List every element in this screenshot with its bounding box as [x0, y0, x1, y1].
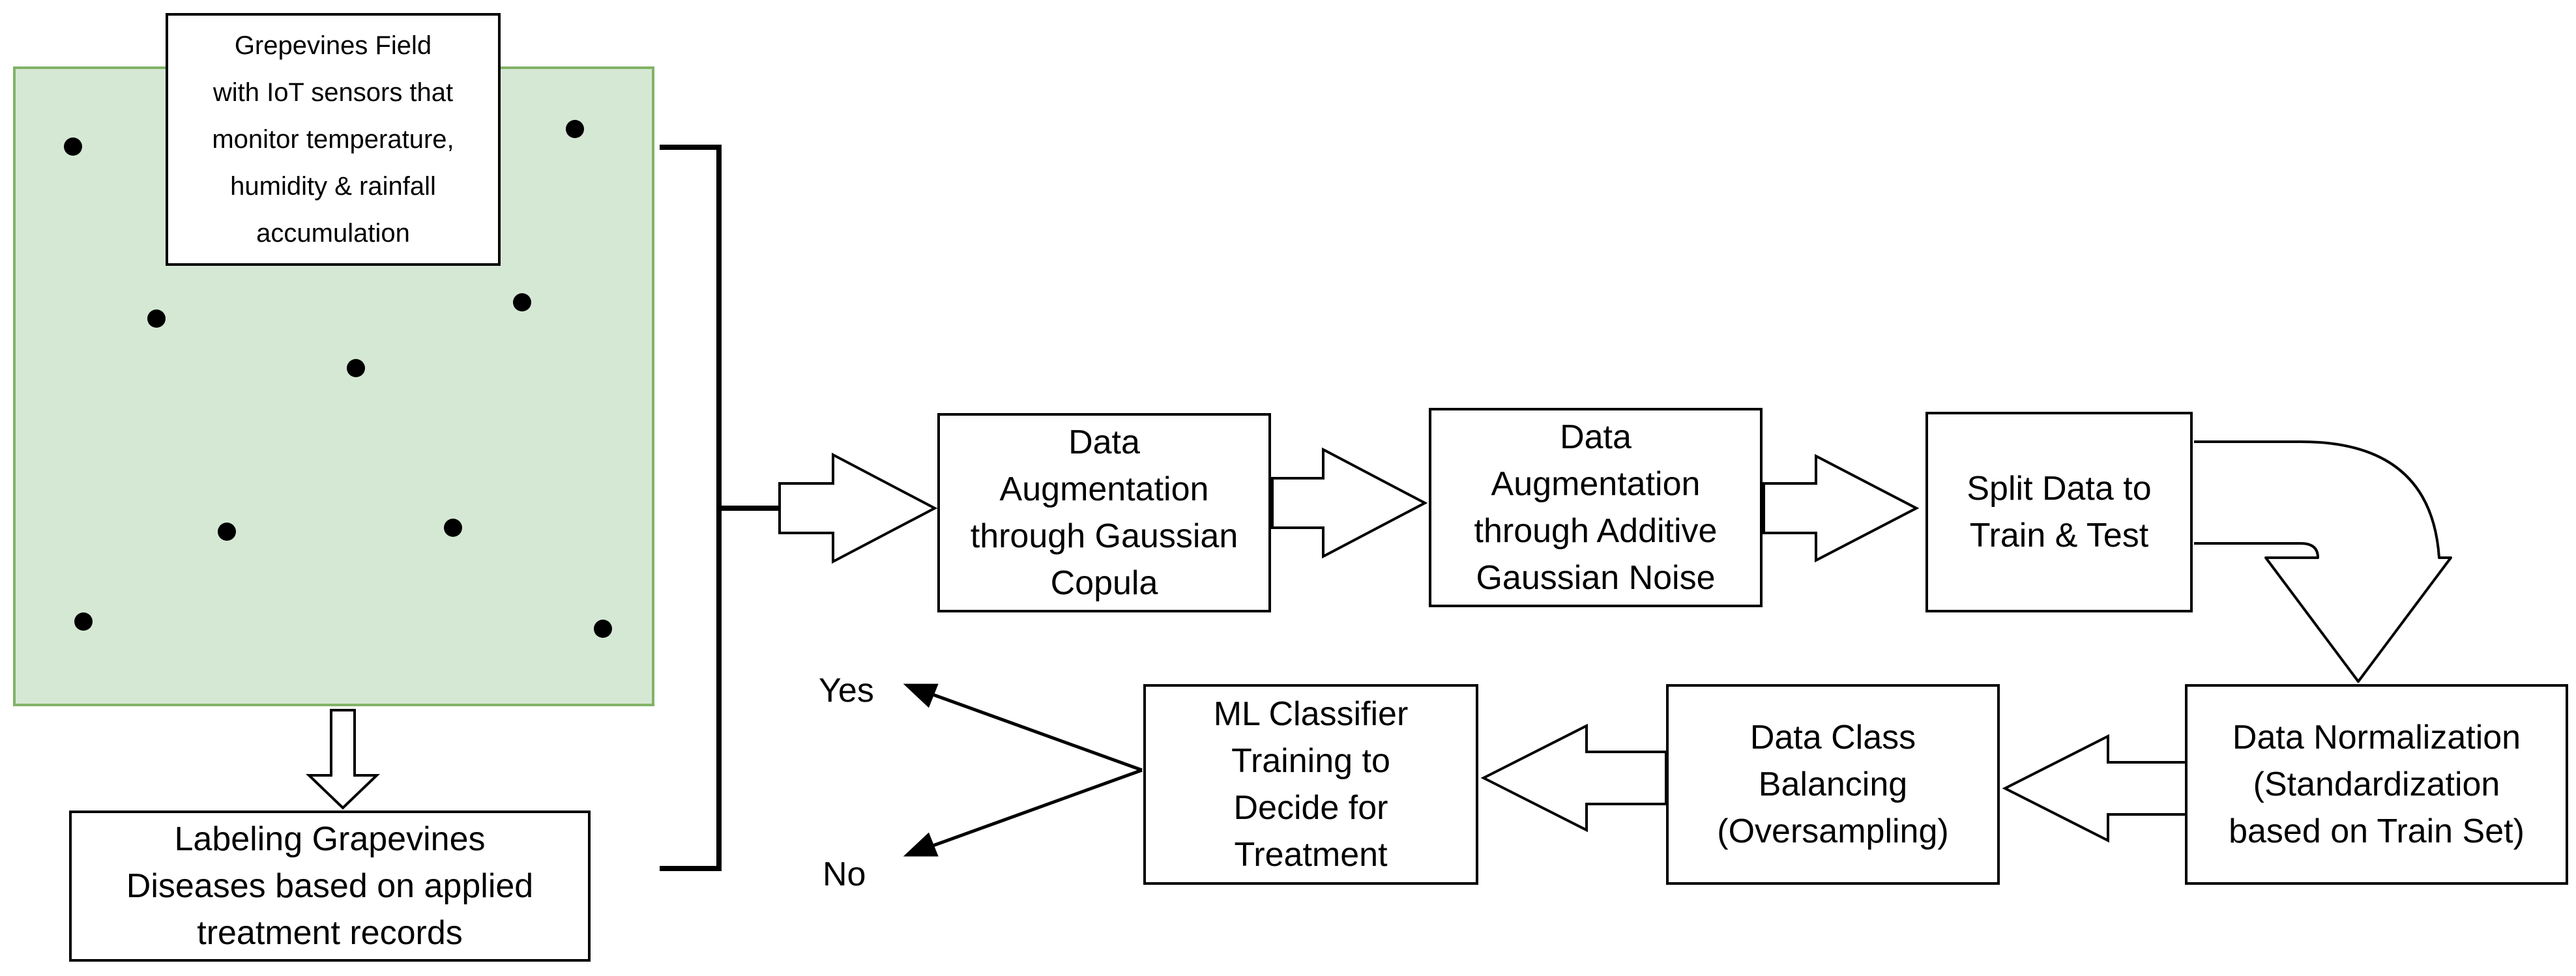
step-normalization: Data Normalization (Standardization base… — [2185, 684, 2568, 885]
arrow-balancing-to-classifier — [1480, 723, 1667, 833]
sensor-dot — [444, 519, 462, 537]
decision-arrows — [903, 683, 1143, 857]
outcome-yes: Yes — [819, 672, 874, 710]
sensor-dot — [74, 612, 93, 631]
step-labeling: Labeling Grapevines Diseases based on ap… — [69, 811, 591, 962]
arrow-normalization-to-balancing — [2002, 734, 2189, 843]
arrow-to-no — [925, 768, 1143, 850]
arrow-head-yes — [903, 683, 939, 708]
step-augmentation-copula: Data Augmentation through Gaussian Copul… — [937, 413, 1271, 612]
sensor-description: Grepevines Field with IoT sensors that m… — [166, 13, 501, 266]
arrow-noise-to-split — [1763, 453, 1920, 563]
sensor-dots — [64, 120, 612, 638]
arrow-to-copula — [778, 452, 938, 564]
arrow-split-to-normalization — [2194, 440, 2452, 683]
arrow-field-to-labeling — [306, 709, 380, 810]
sensor-dot — [566, 120, 584, 138]
arrow-to-yes — [925, 690, 1143, 772]
sensor-dot — [218, 523, 236, 541]
sensor-dot — [347, 359, 365, 377]
sensor-dot — [594, 620, 612, 638]
step-split-data: Split Data to Train & Test — [1925, 412, 2193, 612]
sensor-dot — [513, 293, 531, 311]
step-augmentation-noise: Data Augmentation through Additive Gauss… — [1429, 408, 1763, 607]
sensor-dot — [64, 137, 82, 156]
merge-bracket — [660, 145, 782, 871]
step-class-balancing: Data Class Balancing (Oversampling) — [1666, 684, 2000, 885]
arrow-copula-to-noise — [1271, 447, 1428, 559]
step-ml-classifier: ML Classifier Training to Decide for Tre… — [1143, 684, 1478, 885]
outcome-no: No — [823, 855, 866, 893]
sensor-dot — [147, 309, 166, 328]
arrow-head-no — [903, 832, 939, 857]
